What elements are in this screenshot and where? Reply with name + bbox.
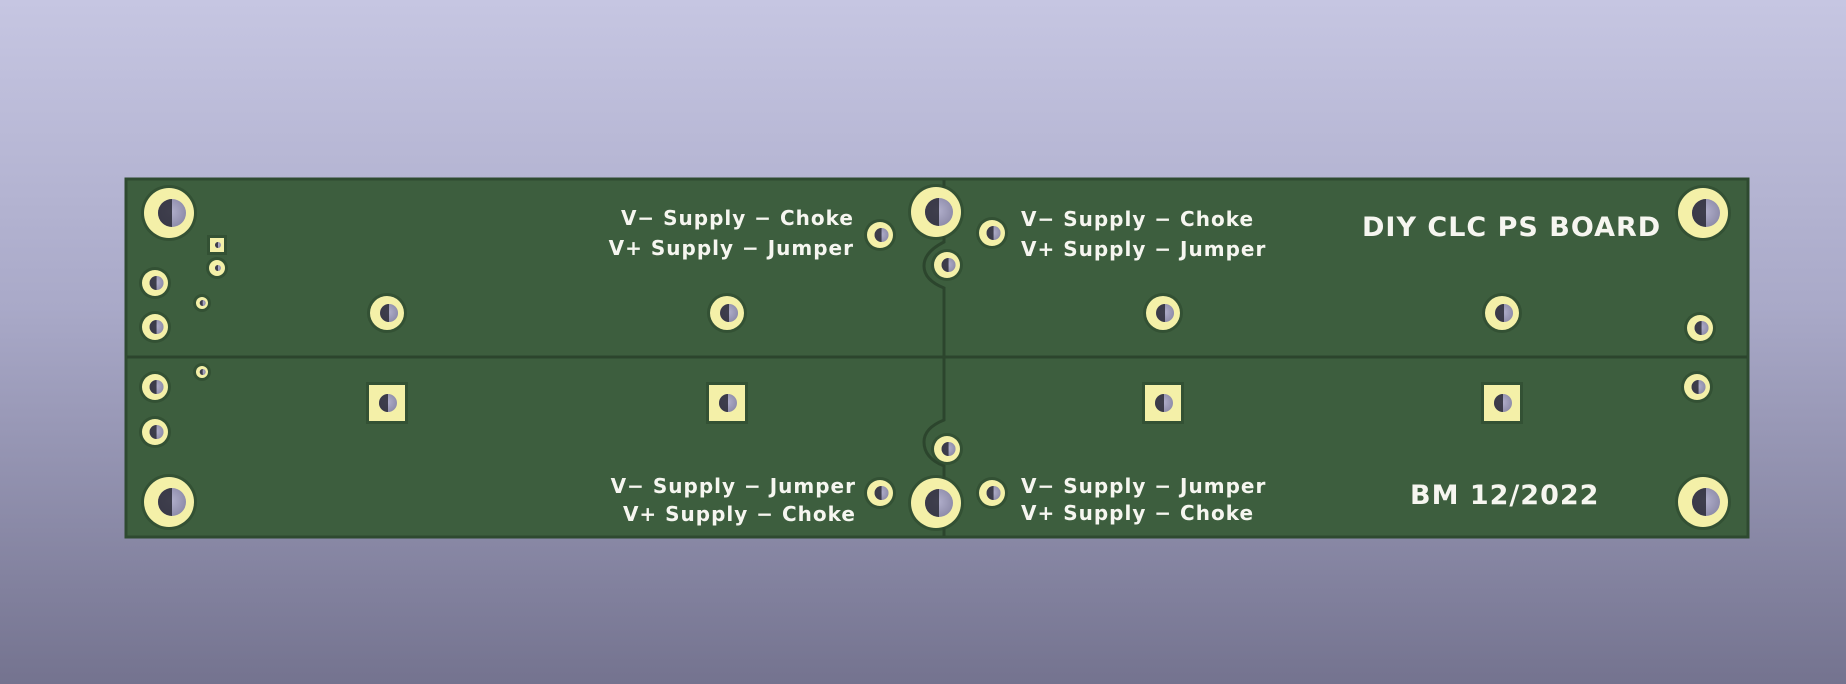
jumper-pad-3: [931, 249, 963, 281]
board-date: BM 12/2022: [1410, 480, 1600, 511]
mounting-hole-5: [908, 184, 964, 240]
component-pad-bottom-4: [1481, 382, 1523, 424]
silk-bottom-left-line2: V+ Supply − Choke: [622, 502, 856, 526]
component-pad-top-4: [1482, 293, 1522, 333]
jumper-pad-4: [931, 433, 963, 465]
component-pad-bottom-2: [706, 382, 748, 424]
component-pad-top-2: [707, 293, 747, 333]
connector-pin-left-3: [139, 371, 171, 403]
connector-pin-left-4: [139, 416, 171, 448]
connector-pin-left-1: [139, 267, 171, 299]
component-pad-bottom-1: [366, 382, 408, 424]
jumper-pad-2: [976, 217, 1008, 249]
via-2: [193, 363, 211, 381]
via-1: [193, 294, 211, 312]
board-title: DIY CLC PS BOARD: [1362, 212, 1662, 243]
silk-bottom-right-line2: V+ Supply − Choke: [1021, 501, 1255, 525]
jumper-pad-6: [976, 477, 1008, 509]
square-pad-small: [207, 235, 227, 255]
jumper-pad-5: [864, 477, 896, 509]
mounting-hole-4: [1675, 474, 1731, 530]
component-pad-top-3: [1143, 293, 1183, 333]
silk-top-right-line2: V+ Supply − Jumper: [1021, 237, 1267, 261]
board-split-vertical: [922, 180, 946, 536]
connector-pin-right-2: [1681, 371, 1713, 403]
silk-bottom-left-line1: V− Supply − Jumper: [610, 474, 856, 498]
pads-group: [139, 184, 1731, 531]
component-pad-top-1: [367, 293, 407, 333]
jumper-pad-1: [864, 219, 896, 251]
mounting-hole-6: [908, 475, 964, 531]
silk-bottom-right-line1: V− Supply − Jumper: [1021, 474, 1267, 498]
mounting-hole-3: [141, 474, 197, 530]
small-pad-1: [206, 257, 228, 279]
mounting-hole-1: [141, 185, 197, 241]
silk-top-left-line2: V+ Supply − Jumper: [608, 236, 854, 260]
component-pad-bottom-3: [1142, 382, 1184, 424]
mounting-hole-2: [1675, 185, 1731, 241]
connector-pin-left-2: [139, 311, 171, 343]
connector-pin-right-1: [1684, 312, 1716, 344]
silk-top-right-line1: V− Supply − Choke: [1021, 207, 1255, 231]
silk-top-left-line1: V− Supply − Choke: [620, 206, 854, 230]
